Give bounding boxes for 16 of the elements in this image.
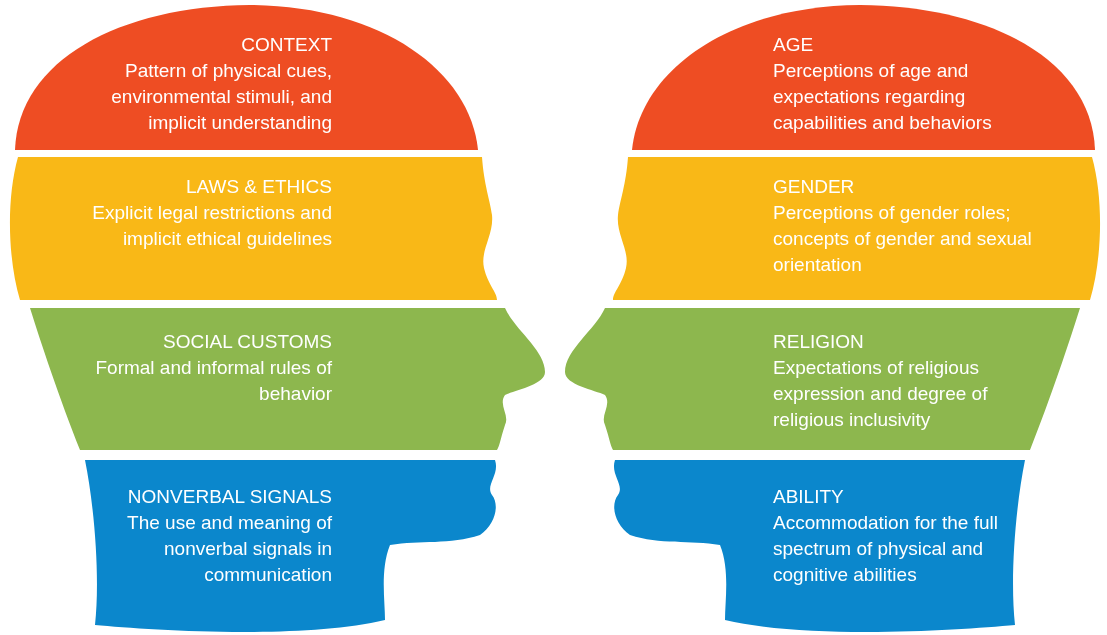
band-heading: RELIGION	[773, 330, 865, 354]
band-description: Accommodation for the full spectrum of physical and cognitive abilities	[773, 511, 999, 587]
band-description: Expectations of religious expression and degree of religious inclusivity	[773, 356, 989, 432]
band-description: Perceptions of age and expectations regarding capabilities and behaviors	[773, 59, 993, 135]
band-heading: AGE	[773, 33, 815, 57]
band-description: The use and meaning of nonverbal signals in communication	[126, 511, 332, 587]
band-heading: LAWS & ETHICS	[184, 175, 332, 199]
band-heading: CONTEXT	[240, 33, 332, 57]
band-heading: ABILITY	[773, 485, 845, 509]
band-description: Pattern of physical cues, environmental stimuli, and implicit understanding	[110, 59, 332, 135]
band-description: Formal and informal rules of behavior	[94, 356, 332, 406]
band-heading: GENDER	[773, 175, 856, 199]
band-description: Perceptions of gender roles; concepts of gender and sexual orientation	[773, 201, 1033, 277]
band-heading: NONVERBAL SIGNALS	[126, 485, 332, 509]
band-heading: SOCIAL CUSTOMS	[162, 330, 332, 354]
band-description: Explicit legal restrictions and implicit ethical guidelines	[91, 201, 332, 251]
